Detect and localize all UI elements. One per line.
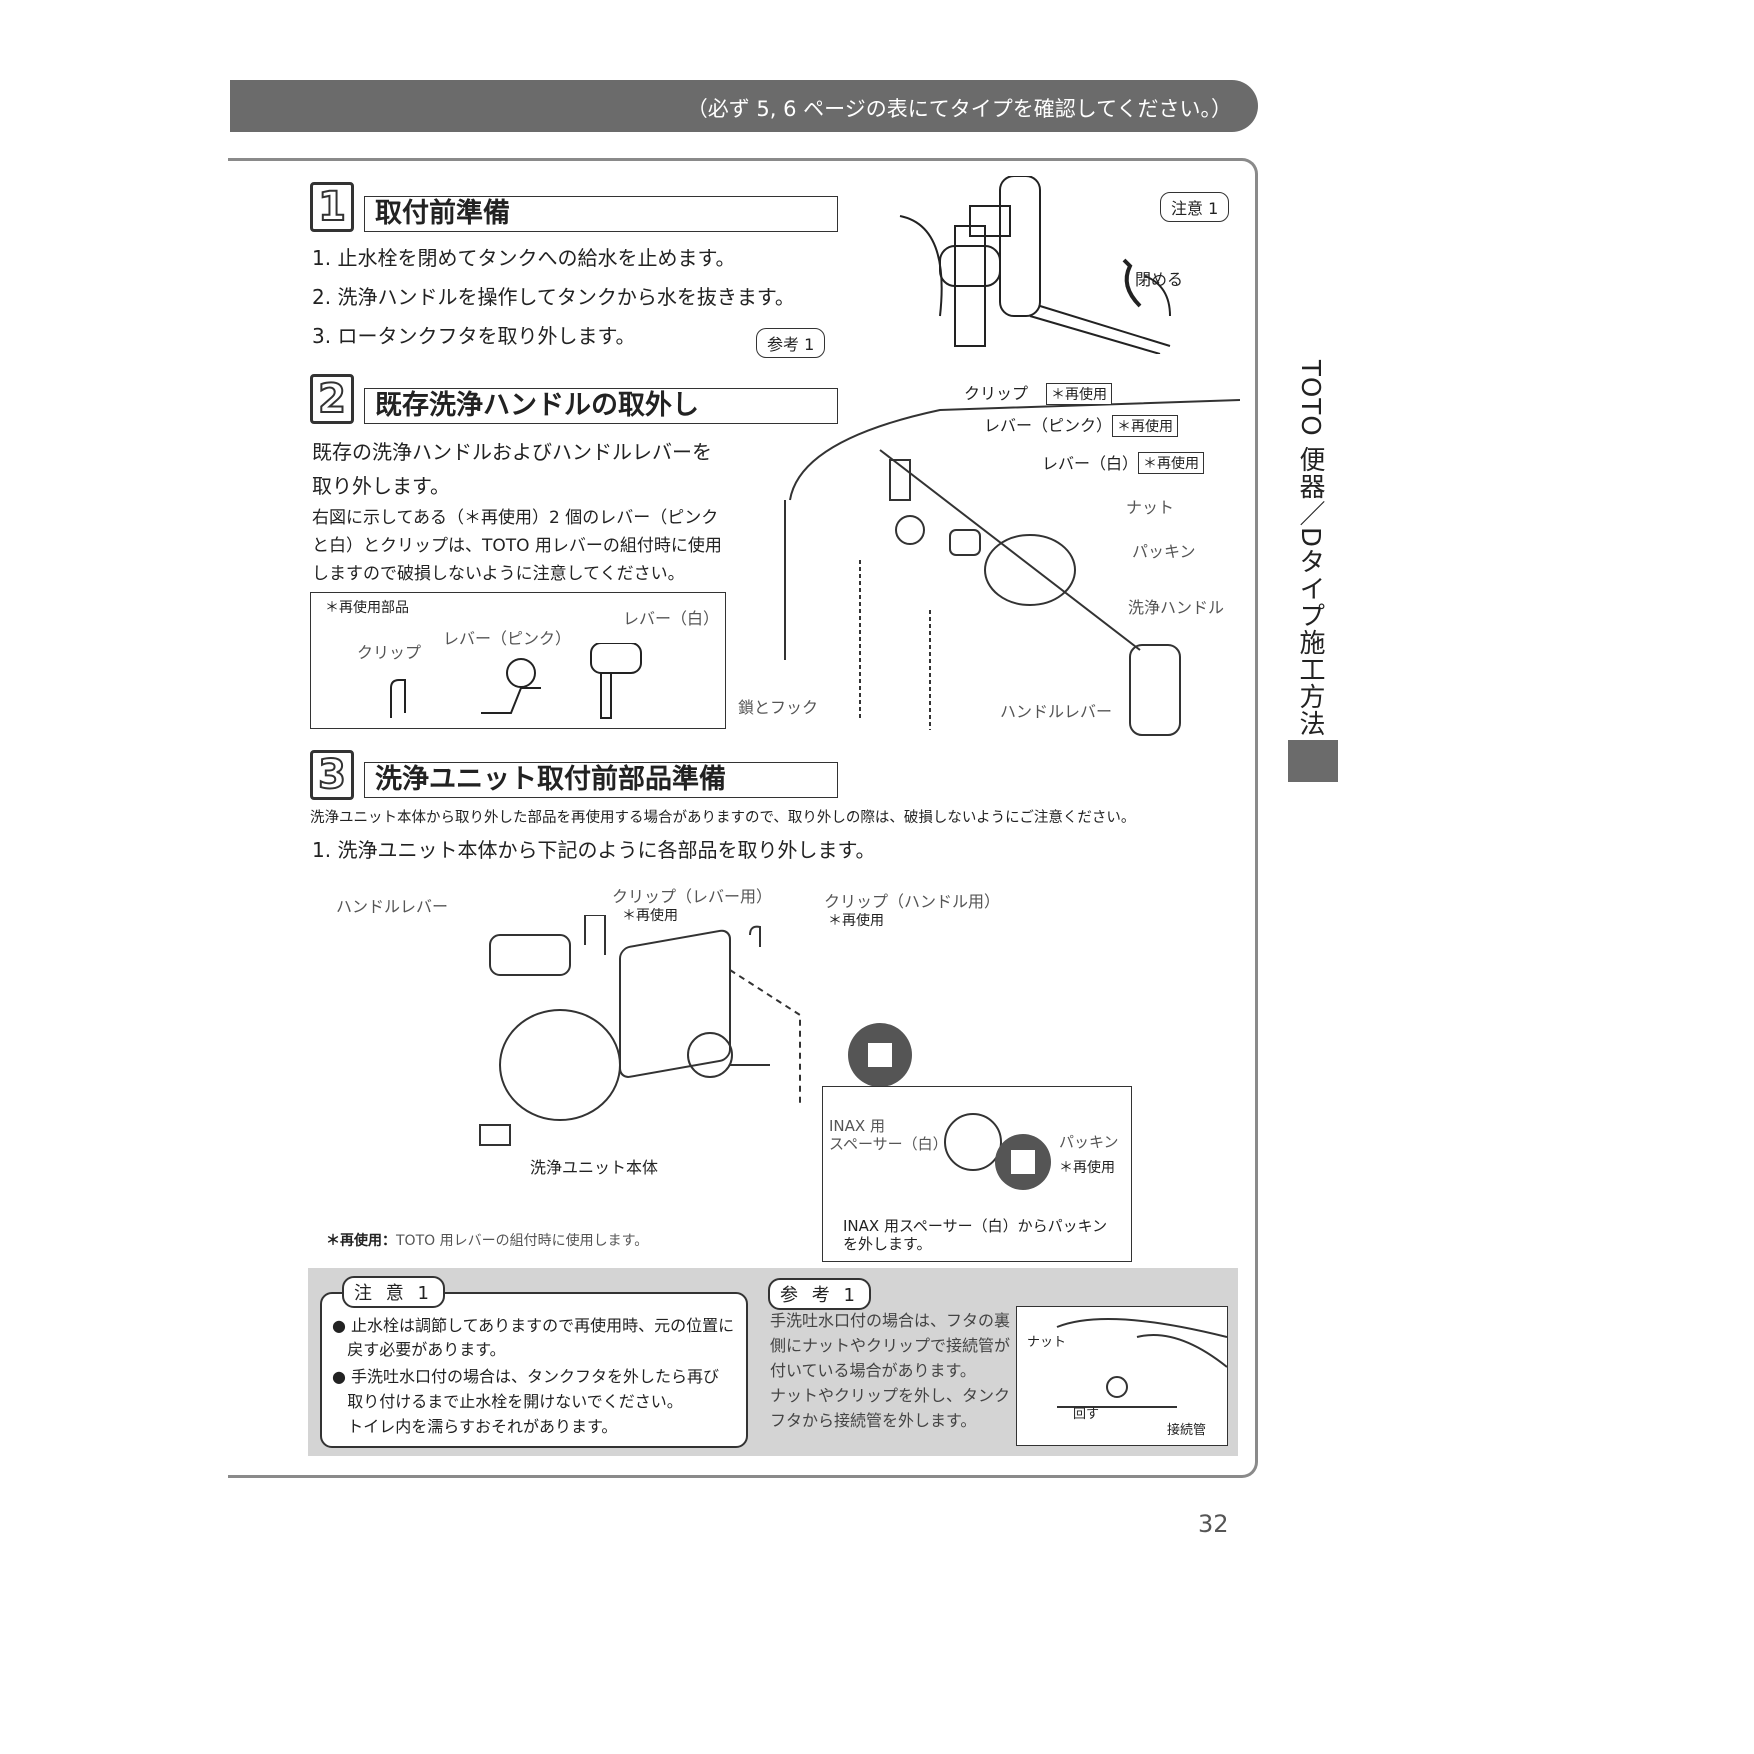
tank-handle-illustration <box>784 399 1240 736</box>
section1-step: 3. ロータンクフタを取り外します。 <box>312 324 636 348</box>
side-title: TOTO 便器／Dタイプ施工方法 <box>1295 360 1325 737</box>
packing-label: パッキン <box>1132 542 1196 561</box>
section2-lead: 既存の洗浄ハンドルおよびハンドルレバーを <box>312 440 712 464</box>
reuse-label: ＊再使用 <box>1059 1160 1115 1176</box>
caution-1-tag: 注意 1 <box>1160 192 1230 222</box>
chain-label: 鎖とフック <box>738 698 819 717</box>
reuse-tag: ＊再使用 <box>1112 415 1178 437</box>
turn-label: 回す <box>1073 1407 1100 1422</box>
section3-step: 1. 洗浄ユニット本体から下記のように各部品を取り外します。 <box>312 838 876 862</box>
caution-1-box: ● 止水栓は調節してありますので再使用時、元の位置に 戻す必要があります。 ● … <box>320 1292 748 1448</box>
clip-lever-label: クリップ（レバー用） <box>612 887 773 906</box>
content-frame <box>228 158 1258 1478</box>
spacer-label: スペーサー（白） <box>829 1135 948 1153</box>
spacer-packing-illustration <box>944 1113 1051 1190</box>
spacer-label: INAX 用 <box>829 1117 885 1135</box>
section3-title: 洗浄ユニット取付前部品準備 <box>364 762 838 798</box>
inset-text: INAX 用スペーサー（白）からパッキン <box>843 1217 1108 1235</box>
reuse-parts-box: ＊再使用部品 クリップ レバー（ピンク） レバー（白） <box>310 592 726 729</box>
reference-1-text: 手洗吐水口付の場合は、フタの裏側にナットやクリップで接続管が付いている場合があり… <box>770 1311 1011 1430</box>
stop-valve-illustration <box>899 176 1171 354</box>
packing-label: パッキン <box>1059 1133 1119 1151</box>
side-tab-marker <box>1288 740 1338 782</box>
close-label: 閉める <box>1135 270 1184 289</box>
lever-pink-label: レバー（ピンク） <box>443 629 572 648</box>
section3-note: 洗浄ユニット本体から取り外した部品を再使用する場合がありますので、取り外しの際は… <box>310 810 1136 826</box>
header-bar: （必ず 5, 6 ページの表にてタイプを確認してください。） <box>230 80 1258 132</box>
diagram-lever-white-label: レバー（白） <box>1042 454 1139 473</box>
reuse-parts-illustration <box>390 643 642 719</box>
diagram-clip-label: クリップ <box>964 384 1029 403</box>
spacer-inset-box: INAX 用 スペーサー（白） パッキン ＊再使用 INAX 用スペーサー（白）… <box>822 1086 1132 1262</box>
clip-label: クリップ <box>357 643 422 662</box>
footnote-text: TOTO 用レバーの組付時に使用します。 <box>396 1233 649 1249</box>
reuse-tag: ＊再使用 <box>1046 383 1112 405</box>
section2-body: 右図に示してある（＊再使用）2 個のレバー（ピンク <box>312 508 719 528</box>
reuse-label: ＊再使用 <box>828 913 884 929</box>
section1-step: 1. 止水栓を閉めてタンクへの給水を止めます。 <box>312 246 736 270</box>
footnote-key: ＊再使用： <box>326 1233 396 1249</box>
reference-illustration: ナット 回す 接続管 <box>1016 1306 1228 1446</box>
flush-unit-illustration <box>479 915 912 1146</box>
clip-handle-label: クリップ（ハンドル用） <box>824 892 1001 911</box>
page-number: 32 <box>1198 1510 1229 1538</box>
section2-title: 既存洗浄ハンドルの取外し <box>364 388 838 424</box>
reuse-box-title: ＊再使用部品 <box>325 600 409 616</box>
step-number-1: 1 <box>310 182 354 232</box>
caution-item: ● 止水栓は調節してありますので再使用時、元の位置に 戻す必要があります。 <box>332 1316 735 1359</box>
handle-lever-label: ハンドルレバー <box>336 897 449 916</box>
handle-label: 洗浄ハンドル <box>1128 598 1225 617</box>
lever-white-label: レバー（白） <box>623 609 720 628</box>
reuse-tag: ＊再使用 <box>1138 452 1204 474</box>
caution-item: ● 手洗吐水口付の場合は、タンクフタを外したら再び 取り付けるまで止水栓を開けな… <box>332 1367 720 1436</box>
caution-1-heading: 注 意 1 <box>342 1276 445 1308</box>
section1-title: 取付前準備 <box>364 196 838 232</box>
reuse-label: ＊再使用 <box>622 908 678 924</box>
step-number-2: 2 <box>310 374 354 424</box>
section2-body: と白）とクリップは、TOTO 用レバーの組付時に使用 <box>312 536 722 556</box>
nut-label: ナット <box>1126 498 1175 517</box>
reference-1-tag: 参考 1 <box>756 328 826 358</box>
section1-step: 2. 洗浄ハンドルを操作してタンクから水を抜きます。 <box>312 285 795 309</box>
pipe-label: 接続管 <box>1167 1423 1207 1438</box>
unit-label: 洗浄ユニット本体 <box>530 1158 659 1177</box>
inset-text: を外します。 <box>843 1235 932 1253</box>
handle-lever-label: ハンドルレバー <box>1000 702 1113 721</box>
section2-body: しますので破損しないように注意してください。 <box>312 564 685 584</box>
step-number-3: 3 <box>310 750 354 800</box>
diagram-lever-pink-label: レバー（ピンク） <box>984 416 1113 435</box>
reference-1-heading: 参 考 1 <box>768 1278 871 1310</box>
section2-lead: 取り外します。 <box>312 474 450 498</box>
nut-label: ナット <box>1027 1335 1067 1350</box>
footnote: ＊再使用：TOTO 用レバーの組付時に使用します。 <box>326 1230 648 1250</box>
